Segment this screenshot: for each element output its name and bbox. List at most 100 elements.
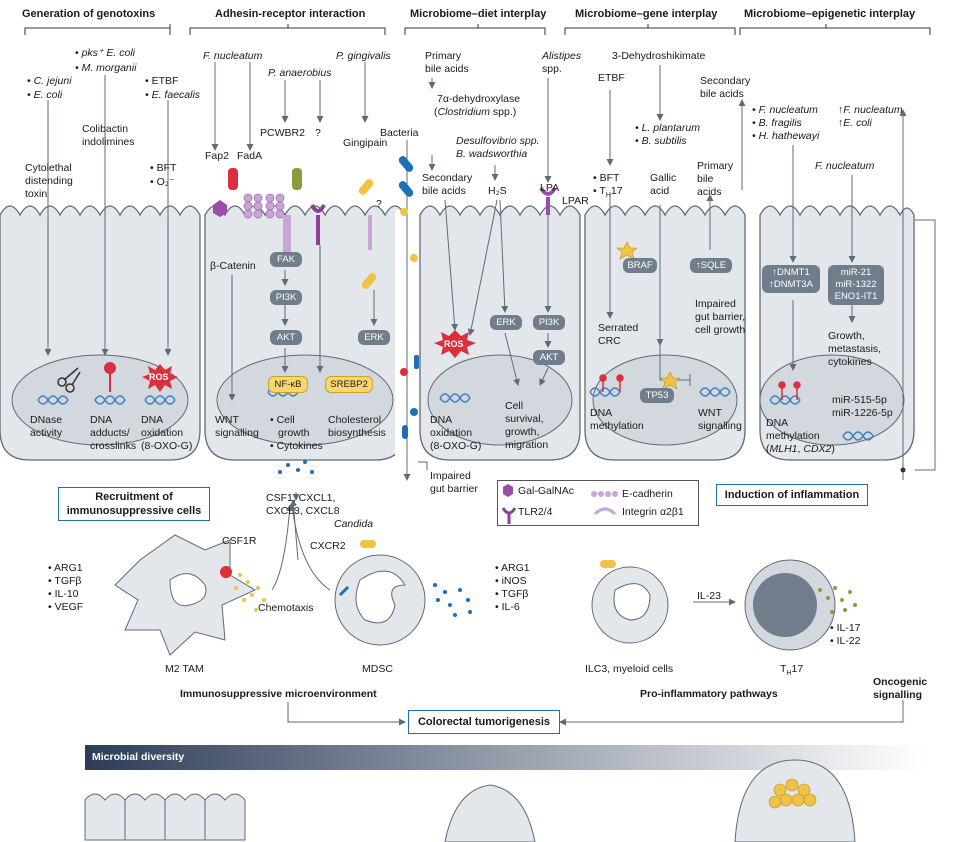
node-pi3k: PI3K (270, 290, 302, 305)
label-csf1r: CSF1R (222, 535, 257, 547)
label-cjejuni: • C. jejuni (27, 75, 72, 87)
legend-integrin: Integrin α2β1 (622, 506, 684, 518)
mdsc-item-2: • iNOS (495, 575, 527, 587)
th17-cyt-1: • IL-17 (830, 622, 861, 634)
label-meth4-2: methylation (590, 420, 644, 432)
label-cxcr2: CXCR2 (310, 540, 346, 552)
label-dehydroshikimate: 3-Dehydroshikimate (612, 50, 706, 62)
label-adduct-1: DNA (90, 414, 113, 426)
label-meth5-3: (MLH1, CDX2) (766, 443, 835, 455)
label-ox3-1: DNA (430, 414, 453, 426)
label-desulfovibrio: Desulfovibrio spp. (456, 135, 540, 147)
legend-box (497, 480, 699, 526)
label-dehydroxylase: 7α-dehydroxylase (437, 93, 521, 105)
label-meth4-1: DNA (590, 407, 613, 419)
node-fak: FAK (270, 252, 302, 267)
label-etbf: • ETBF (145, 75, 179, 87)
label-ox3-3: (8-OXO-G) (430, 440, 482, 452)
label-upec: ↑E. coli (838, 117, 872, 129)
label-surv-3: growth, (505, 426, 540, 438)
box-inflammation: Induction of inflammation (716, 484, 868, 506)
label-etbf-2: ETBF (598, 72, 625, 84)
label-out-2: metastasis, (828, 343, 882, 355)
label-bacteria: Bacteria (380, 127, 419, 139)
label-out-1: Growth, (828, 330, 865, 342)
label-efaecalis: • E. faecalis (145, 89, 201, 101)
label-meth5-1: DNA (766, 417, 789, 429)
label-imp4-3: cell growth (695, 324, 746, 336)
label-dnase-1: DNase (30, 414, 63, 426)
label-morganii: • M. morganii (75, 62, 137, 74)
node-akt-2: AKT (533, 350, 565, 365)
label-bcatenin: β-Catenin (210, 260, 256, 272)
label-lpar: LPAR (562, 195, 589, 207)
header-gene: Microbiome–gene interplay (575, 8, 718, 20)
node-nfkb: NF-κB (268, 376, 308, 393)
adduct-pin-icon (104, 362, 116, 392)
label-growth-1: • Cell (270, 414, 295, 426)
label-chol-2: biosynthesis (328, 427, 386, 439)
dna-helix-group (37, 387, 874, 441)
node-tp53: TP53 (640, 388, 674, 403)
label-alistipes-spp: spp. (542, 63, 562, 75)
label-secondary-ba-2: bile acids (422, 185, 466, 197)
label-indolimines: indolimines (82, 136, 135, 148)
label-wnt4-2: signalling (698, 420, 742, 432)
mdsc-item-4: • IL-6 (495, 601, 520, 613)
receptors (213, 168, 557, 369)
label-mirb-2: miR-1226-5p (832, 407, 893, 419)
header-genotoxins: Generation of genotoxins (22, 8, 156, 20)
label-csf-2: CXCL3, CXCL8 (266, 505, 340, 517)
label-secondary-ba-1: Secondary (422, 172, 473, 184)
node-srebp2: SREBP2 (325, 376, 373, 393)
label-pba4-2: bile (697, 173, 714, 185)
label-fap2: Fap2 (205, 150, 229, 162)
node-braf: BRAF (623, 258, 657, 273)
label-ox3-2: oxidation (430, 427, 473, 439)
label-lpa: LPA (540, 182, 560, 194)
label-mdsc: MDSC (362, 663, 393, 675)
label-impaired-1: Impaired (430, 470, 471, 482)
label-ecoli: • E. coli (27, 89, 63, 101)
label-cytokines: • Cytokines (270, 440, 323, 452)
label-colibactin: Colibactin (82, 123, 129, 135)
label-cdt-3: toxin (25, 188, 48, 200)
label-fnucleatum: F. nucleatum (203, 50, 263, 62)
ros-burst-group (142, 330, 476, 392)
label-gallic-2: acid (650, 185, 670, 197)
label-q2: ? (376, 198, 382, 210)
legend-tlr: TLR2/4 (518, 506, 553, 518)
label-sba4-1: Secondary (700, 75, 751, 87)
label-primary-ba-2: bile acids (425, 63, 469, 75)
node-erk: ERK (358, 330, 390, 345)
label-sba4-2: bile acids (700, 88, 744, 100)
label-lplantarum: • L. plantarum (635, 122, 700, 134)
label-surv-4: migration (505, 439, 549, 451)
node-pi3k-2: PI3K (533, 315, 565, 330)
node-erk-2: ERK (490, 315, 522, 330)
header-epigenetic: Microbiome–epigenetic interplay (744, 8, 916, 20)
label-mirb-1: miR-515-5p (832, 394, 887, 406)
label-ros-2: ROS (444, 339, 464, 349)
label-pba4-1: Primary (697, 160, 734, 172)
label-imp4-2: gut barrier, (695, 311, 746, 323)
label-il23: IL-23 (697, 590, 721, 602)
label-pgingivalis: P. gingivalis (336, 50, 391, 62)
header-diet: Microbiome–diet interplay (410, 8, 547, 20)
label-q1: ? (315, 127, 321, 139)
label-ilc3: ILC3, myeloid cells (585, 663, 674, 675)
label-dnase-2: activity (30, 427, 63, 439)
label-cdt-2: distending (25, 175, 73, 187)
label-bft-2: • BFT (593, 172, 620, 184)
label-surv-2: survival, (505, 413, 544, 425)
label-upfn: ↑F. nucleatum (838, 104, 903, 116)
legend-ecad: E-cadherin (622, 488, 673, 500)
label-hh-5: • H. hathewayi (752, 130, 820, 142)
mdsc-item-1: • ARG1 (495, 562, 530, 574)
label-alistipes: Alistipes (542, 50, 582, 62)
label-ox-3: (8-OXO-G) (141, 440, 193, 452)
label-cdt-1: Cytolethal (25, 162, 72, 174)
label-serrated-1: Serrated (598, 322, 639, 334)
node-dnmt: ↑DNMT1↑DNMT3A (762, 265, 820, 293)
